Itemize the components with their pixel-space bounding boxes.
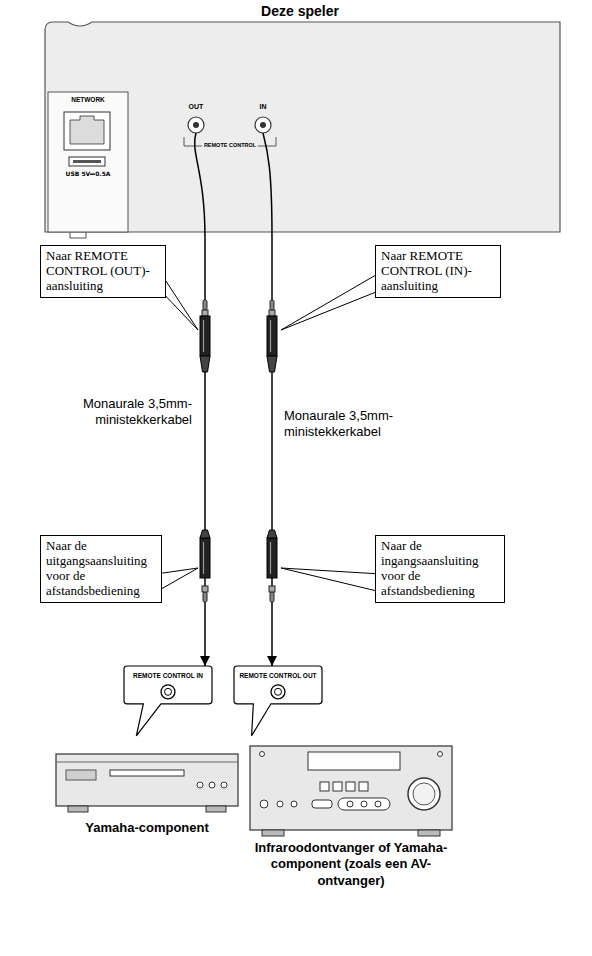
callout-box: Naar REMOTE CONTROL (OUT)-aansluiting	[40, 245, 166, 298]
callout-box: Naar de uitgangsaansluiting voor de afst…	[40, 535, 162, 603]
node-text: Naar de uitgangsaansluiting voor de afst…	[46, 539, 156, 599]
jack-label: OUT	[188, 103, 205, 110]
node-text: REMOTE CONTROL IN	[126, 672, 210, 680]
player-title: Deze speler	[261, 3, 339, 19]
jack-bubble: REMOTE CONTROL OUT	[234, 666, 322, 704]
av-receiver-drawing	[250, 746, 452, 836]
mini-plug	[200, 300, 277, 602]
bubble-outline	[124, 666, 212, 704]
player-panel	[45, 22, 560, 238]
cable-label: Monaurale 3,5mm- ministekkerkabel	[78, 396, 192, 427]
node-text: Yamaha-component	[52, 820, 242, 836]
node-text: Infraroodontvanger of Yamaha-component (…	[246, 840, 456, 889]
mini-plug	[200, 530, 210, 602]
jack-bubble: REMOTE CONTROL IN	[124, 666, 212, 704]
bubble-outline	[234, 666, 322, 704]
mini-plug	[200, 300, 210, 372]
mini-plug	[267, 300, 277, 372]
mini-plug	[267, 530, 277, 602]
player-panel: Deze spelerNETWORK USB 5V⎓0.5A OUT IN REMOTE…	[0, 0, 592, 238]
node-text: Naar de ingangsaansluiting voor de afsta…	[381, 539, 499, 599]
node-text: Naar REMOTE CONTROL (OUT)-aansluiting	[46, 249, 160, 294]
node-text: Naar REMOTE CONTROL (IN)-aansluiting	[381, 249, 495, 294]
device: Infraroodontvanger of Yamaha-component (…	[246, 742, 456, 889]
node-text: REMOTE CONTROL OUT	[236, 672, 320, 680]
port-label: USB 5V⎓0.5A	[65, 170, 112, 178]
device: Yamaha-component	[52, 742, 242, 836]
cable-label: Monaurale 3,5mm- ministekkerkabel	[284, 408, 434, 439]
yamaha-component-drawing	[56, 754, 238, 812]
jack-group-label: REMOTE CONTROL	[202, 142, 258, 148]
callout-box: Naar REMOTE CONTROL (IN)-aansluiting	[375, 245, 501, 298]
callout-box: Naar de ingangsaansluiting voor de afsta…	[375, 535, 505, 603]
port-label: NETWORK	[70, 96, 106, 103]
jack-label: IN	[259, 103, 268, 110]
